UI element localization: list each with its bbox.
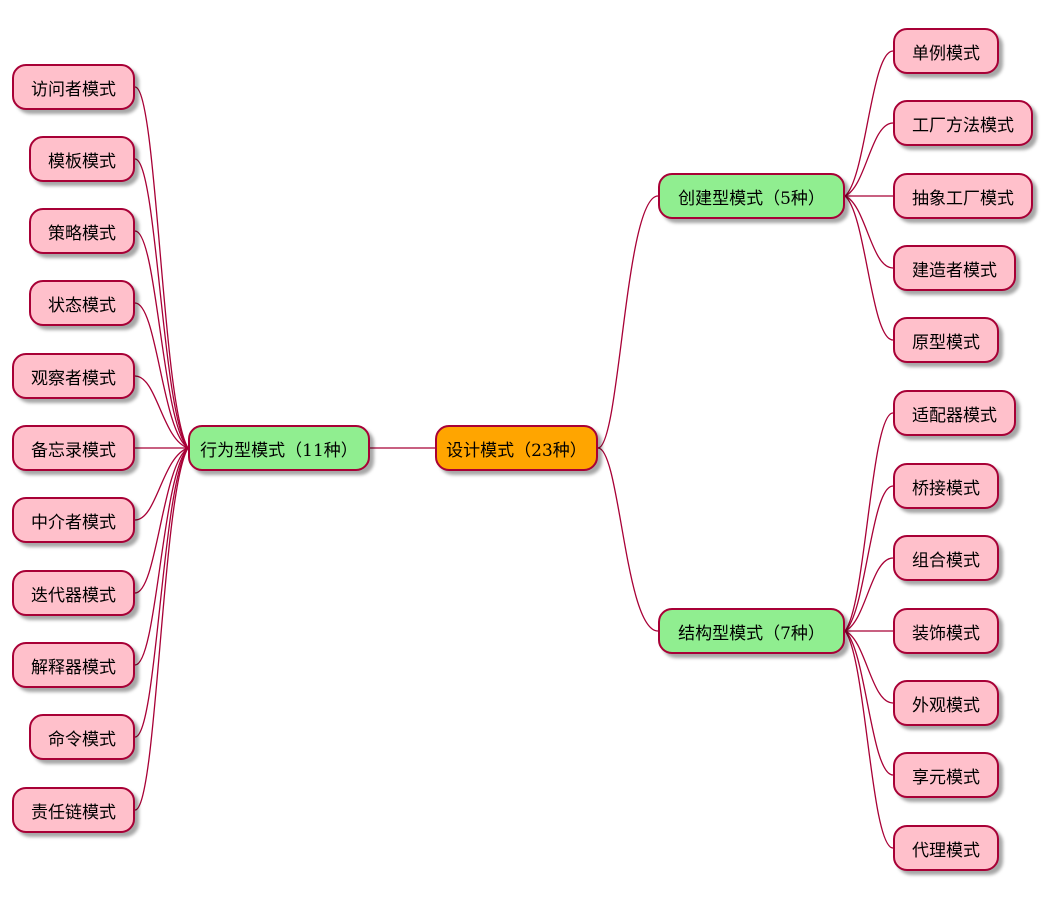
edge-iterator bbox=[134, 447, 189, 594]
node-chain-of-responsibility: 责任链模式 bbox=[12, 787, 135, 833]
edge-creational-patterns bbox=[597, 195, 659, 449]
node-iterator: 迭代器模式 bbox=[12, 570, 135, 616]
edge-proxy bbox=[844, 630, 894, 849]
edge-structural-patterns bbox=[597, 447, 659, 632]
edge-chain-of-responsibility bbox=[134, 447, 189, 811]
edge-interpreter bbox=[134, 447, 189, 666]
node-mediator: 中介者模式 bbox=[12, 497, 135, 543]
edge-composite bbox=[844, 557, 894, 632]
edge-observer bbox=[134, 375, 189, 449]
node-memento: 备忘录模式 bbox=[12, 425, 135, 471]
node-design-patterns: 设计模式（23种） bbox=[435, 425, 598, 471]
edge-builder bbox=[844, 195, 894, 269]
node-bridge: 桥接模式 bbox=[893, 463, 999, 509]
edge-prototype bbox=[844, 195, 894, 341]
node-visitor: 访问者模式 bbox=[12, 64, 135, 110]
edge-visitor bbox=[134, 86, 189, 449]
node-builder: 建造者模式 bbox=[893, 245, 1016, 291]
edge-bridge bbox=[844, 485, 894, 632]
edge-adapter bbox=[844, 412, 894, 632]
node-structural-patterns: 结构型模式（7种） bbox=[658, 608, 845, 654]
node-interpreter: 解释器模式 bbox=[12, 642, 135, 688]
node-command: 命令模式 bbox=[29, 714, 135, 760]
node-adapter: 适配器模式 bbox=[893, 390, 1016, 436]
edge-mediator bbox=[134, 447, 189, 521]
edge-strategy bbox=[134, 230, 189, 449]
edge-factory-method bbox=[844, 122, 894, 197]
edge-singleton bbox=[844, 50, 894, 197]
edge-template bbox=[134, 158, 189, 449]
node-facade: 外观模式 bbox=[893, 680, 999, 726]
node-observer: 观察者模式 bbox=[12, 353, 135, 399]
node-proxy: 代理模式 bbox=[893, 825, 999, 871]
edge-command bbox=[134, 447, 189, 738]
node-factory-method: 工厂方法模式 bbox=[893, 100, 1033, 146]
node-state: 状态模式 bbox=[29, 280, 135, 326]
node-decorator: 装饰模式 bbox=[893, 608, 999, 654]
node-composite: 组合模式 bbox=[893, 535, 999, 581]
node-flyweight: 享元模式 bbox=[893, 752, 999, 798]
node-creational-patterns: 创建型模式（5种） bbox=[658, 173, 845, 219]
edge-flyweight bbox=[844, 630, 894, 776]
edge-state bbox=[134, 302, 189, 449]
node-behavioral-patterns: 行为型模式（11种） bbox=[188, 425, 370, 471]
node-template: 模板模式 bbox=[29, 136, 135, 182]
node-abstract-factory: 抽象工厂模式 bbox=[893, 173, 1033, 219]
node-singleton: 单例模式 bbox=[893, 28, 999, 74]
node-prototype: 原型模式 bbox=[893, 317, 999, 363]
node-strategy: 策略模式 bbox=[29, 208, 135, 254]
edge-facade bbox=[844, 630, 894, 704]
